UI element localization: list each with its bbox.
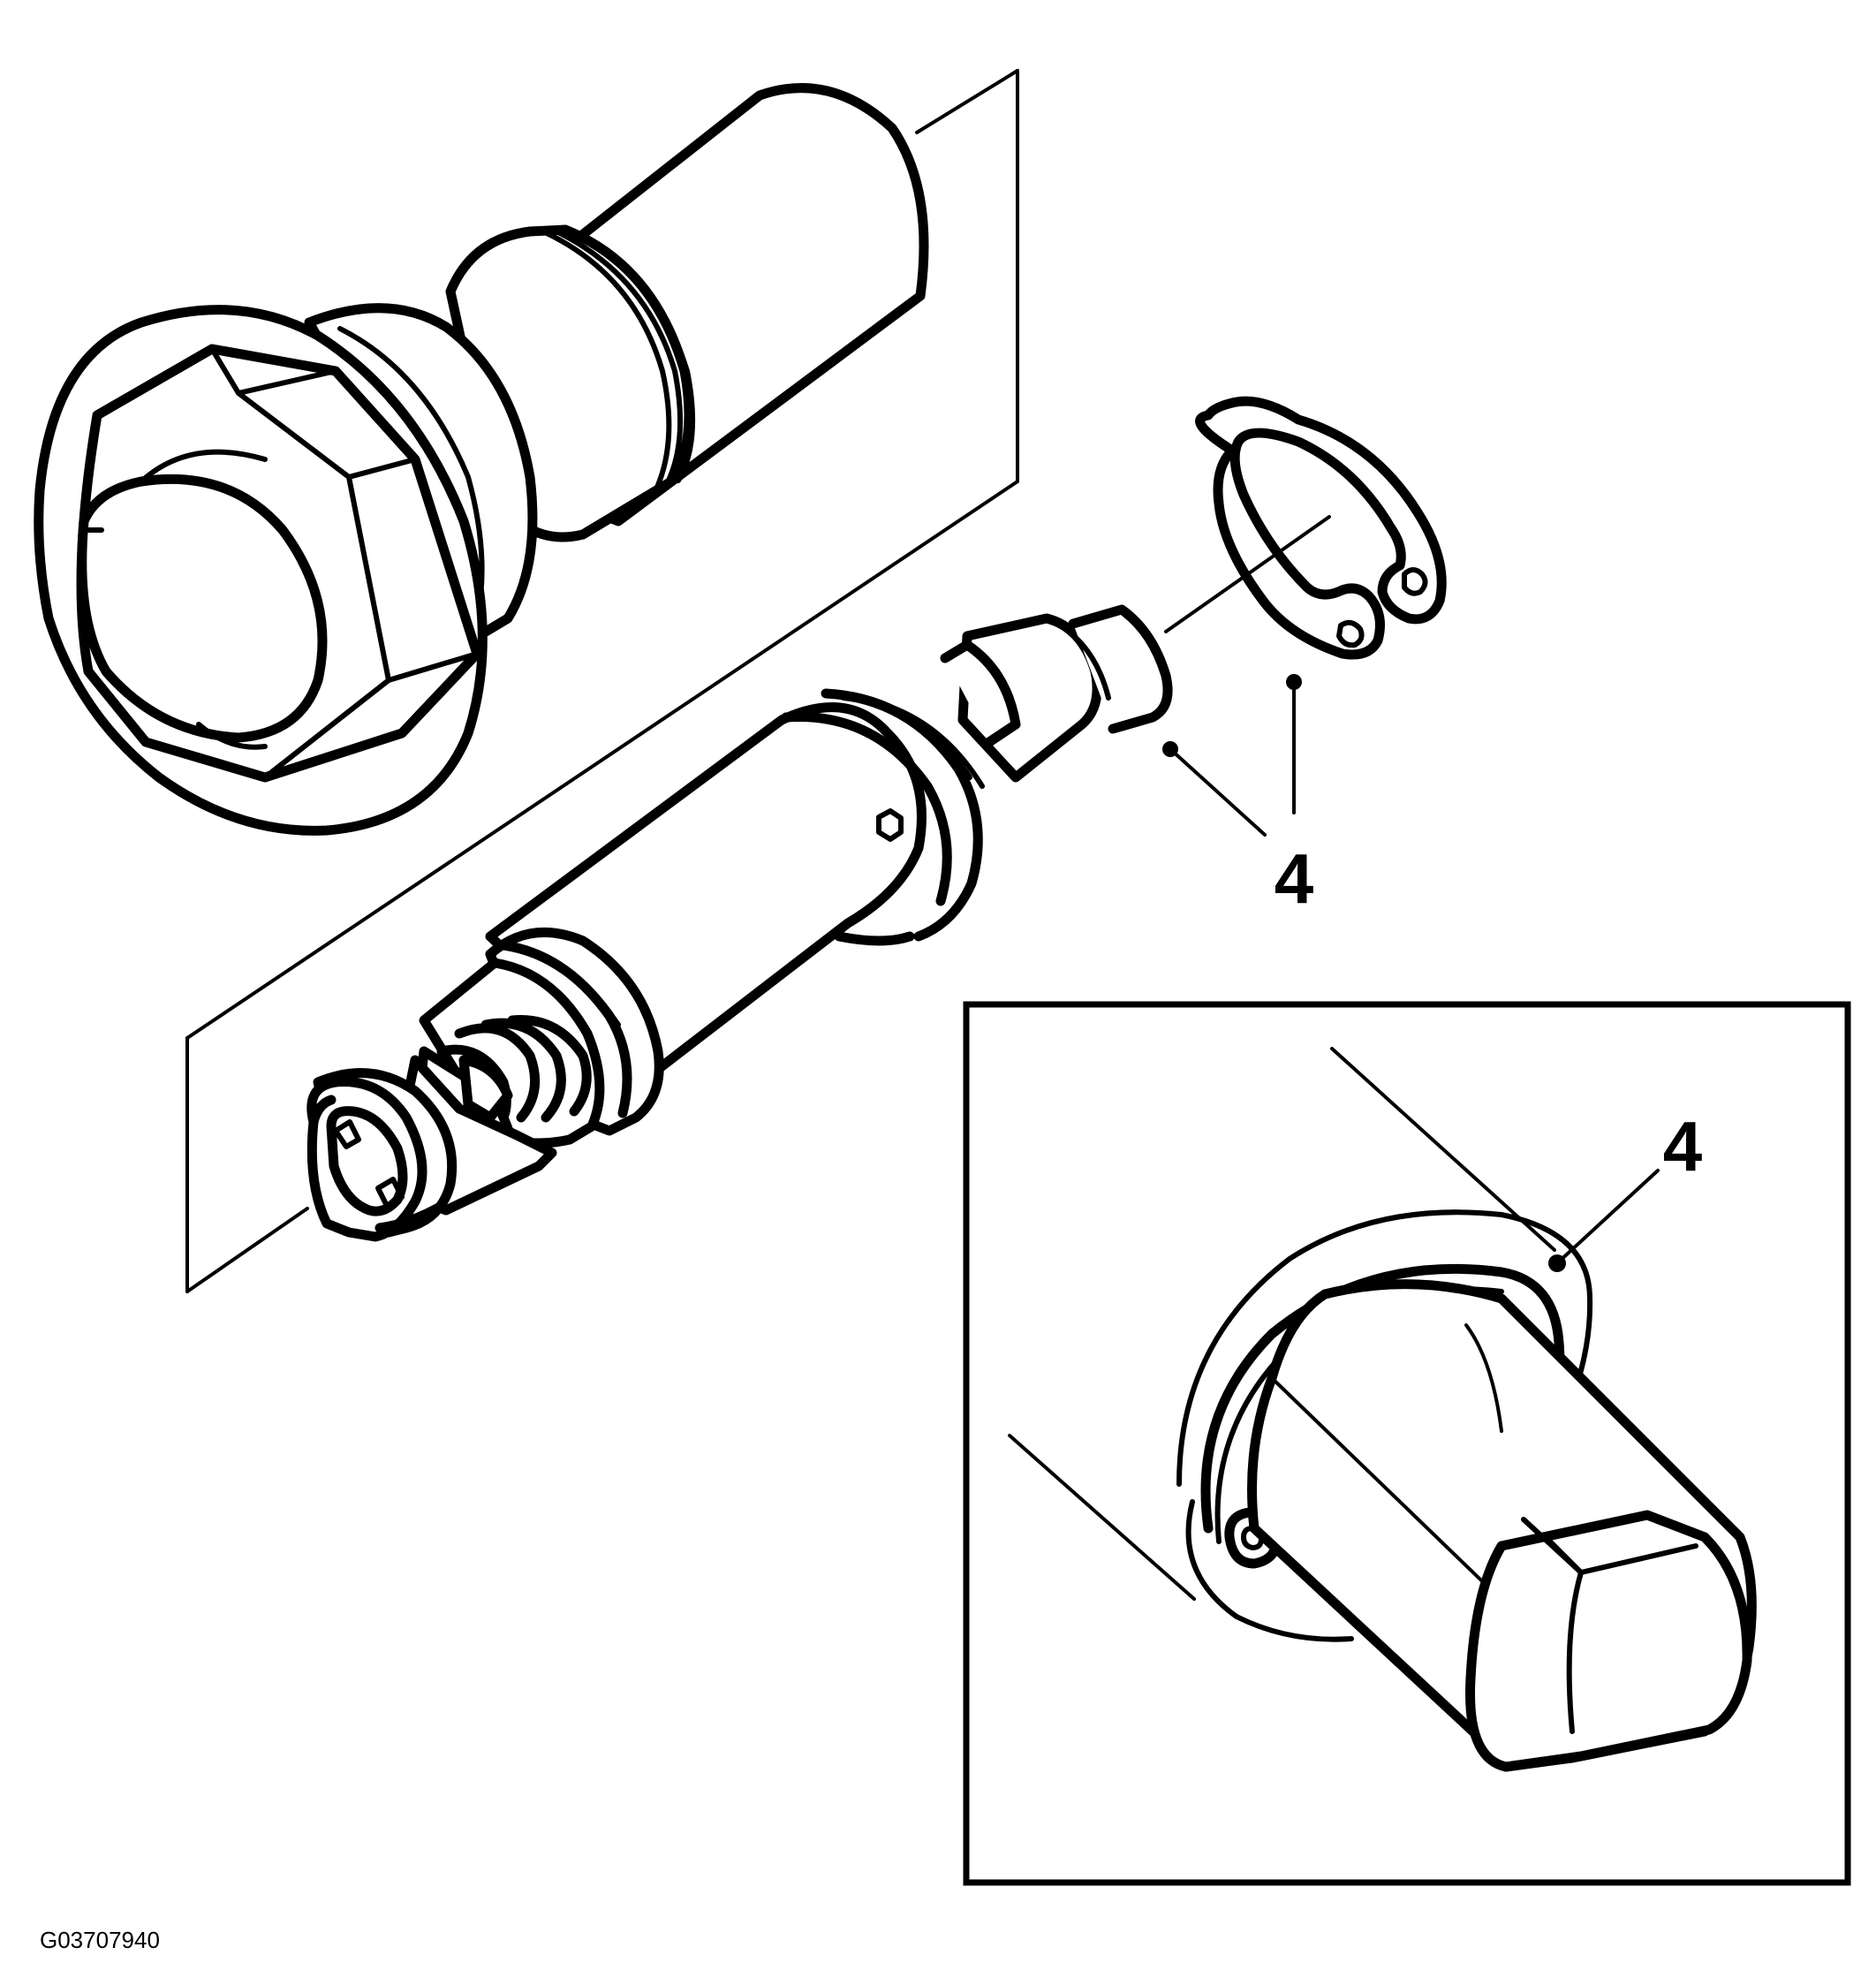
orifice-hole xyxy=(876,808,904,842)
snap-ring-outline xyxy=(1195,396,1447,660)
main-leaders xyxy=(1162,515,1331,837)
installed-snap-ring xyxy=(1200,1263,1565,1534)
valve-body-assembly xyxy=(34,83,929,836)
end-cap xyxy=(77,474,328,743)
bore-rim xyxy=(1176,1209,1593,1487)
callout-number-main: 4 xyxy=(1275,839,1314,918)
callout-number-detail: 4 xyxy=(1663,1107,1703,1186)
snap-ring xyxy=(1195,396,1447,660)
figure-id: G03707940 xyxy=(40,1927,160,1953)
spring-coils xyxy=(436,1015,592,1136)
detail-inset xyxy=(963,1001,1851,1886)
slotted-end-fitting xyxy=(306,1055,557,1242)
assembly-bracket xyxy=(185,69,1019,1293)
